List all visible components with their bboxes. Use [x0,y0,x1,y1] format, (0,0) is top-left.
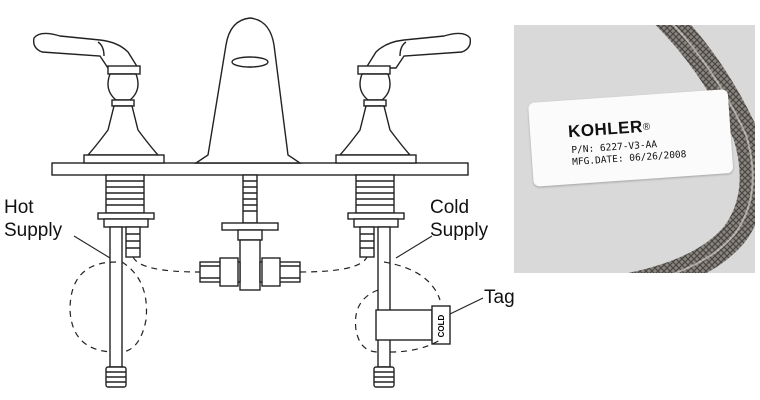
tag-label: Tag [484,287,515,308]
flex-hoses [69,256,441,353]
faucet-diagram: COLD [32,17,484,388]
cold-tag [375,305,451,345]
cold-supply-tube [373,226,395,388]
hot-valve-shank [97,174,155,258]
cold-leader-line [395,235,433,259]
part-label-sticker: KOHLER® P/N: 6227-V3-AA MFG.DATE: 06/26/… [528,89,734,187]
deck-plate [51,162,469,176]
cold-handle [335,32,472,164]
hot-leader-line [73,235,111,259]
hose-label-photo: KOHLER® P/N: 6227-V3-AA MFG.DATE: 06/26/… [514,25,755,273]
center-shank-tee [199,174,301,291]
tag-leader-line [449,297,484,315]
hot-supply-label: Hot Supply [4,197,63,241]
brand-logo: KOHLER® [567,117,652,142]
tag-print: COLD [437,314,446,337]
cold-valve-shank [347,174,405,258]
spout [193,17,303,164]
hot-supply-tube [105,226,127,388]
cold-supply-label: Cold Supply [430,197,489,241]
braided-hose [629,25,755,273]
hot-handle [32,32,165,164]
